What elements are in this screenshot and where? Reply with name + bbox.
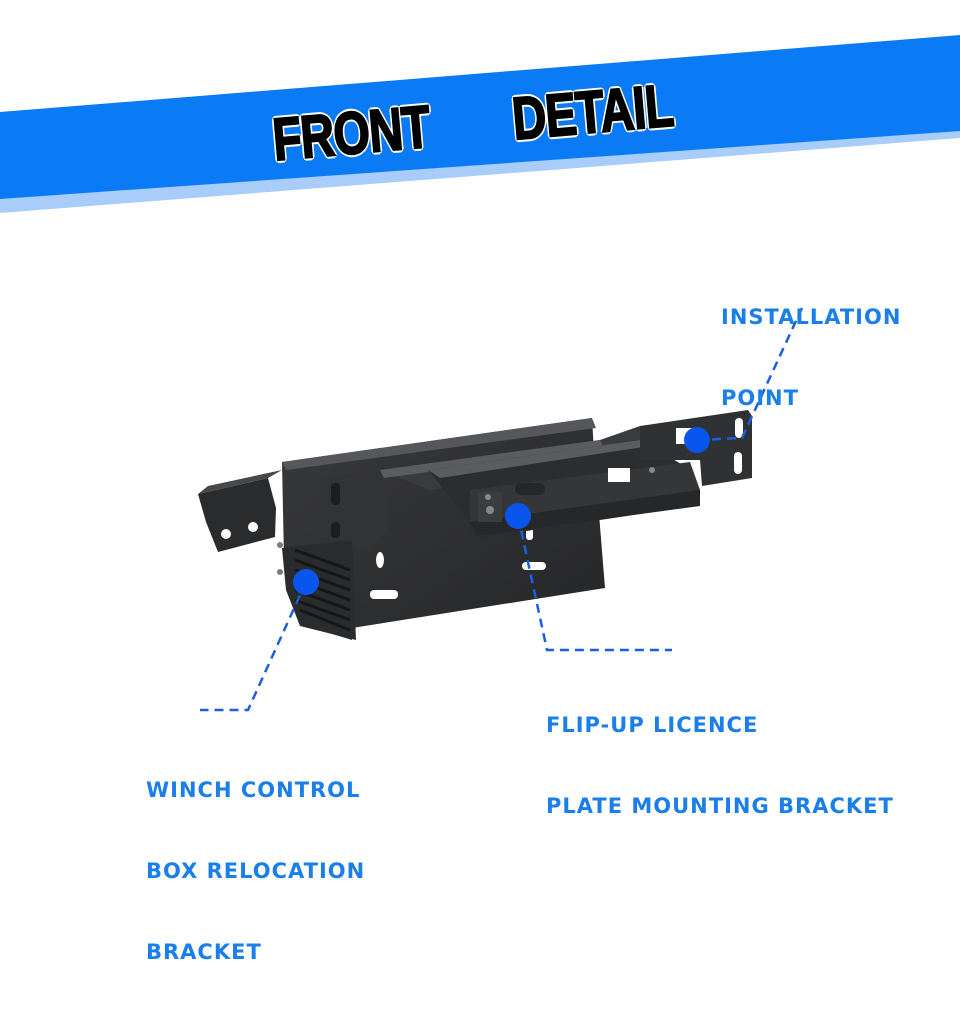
hotspot-installation-point[interactable] [684, 427, 710, 453]
winch-bracket-body [198, 410, 752, 640]
callout-line: POINT [721, 386, 799, 410]
callout-line: INSTALLATION [721, 305, 902, 329]
callout-line: BOX RELOCATION [146, 859, 366, 883]
hotspot-licence-plate-bracket[interactable] [505, 503, 531, 529]
left-mounting-tab [198, 478, 276, 552]
callout-line: BRACKET [146, 940, 262, 964]
banner-band [0, 35, 960, 199]
callout-line: PLATE MOUNTING BRACKET [546, 794, 894, 818]
banner-shadow [0, 130, 960, 213]
louvered-panel [277, 540, 356, 640]
callout-installation-point: INSTALLATION POINT [721, 250, 901, 466]
licence-plate-frame [428, 440, 700, 538]
callout-line: FLIP-UP LICENCE [546, 713, 759, 737]
leader-line-licence-plate [516, 515, 672, 652]
leader-line-winch-control-box [200, 581, 308, 712]
title-banner [0, 35, 960, 213]
callout-line: WINCH CONTROL [146, 778, 361, 802]
callout-winch-control-box: WINCH CONTROL BOX RELOCATION BRACKET [146, 723, 365, 1020]
side-bracket [320, 470, 388, 550]
product-illustration [198, 307, 804, 712]
leader-line-installation-point [696, 307, 804, 442]
product-feature-graphic: FRONT DETAIL [0, 35, 960, 964]
hotspot-winch-control-box[interactable] [293, 569, 319, 595]
callout-licence-plate-bracket: FLIP-UP LICENCE PLATE MOUNTING BRACKET [546, 658, 894, 874]
